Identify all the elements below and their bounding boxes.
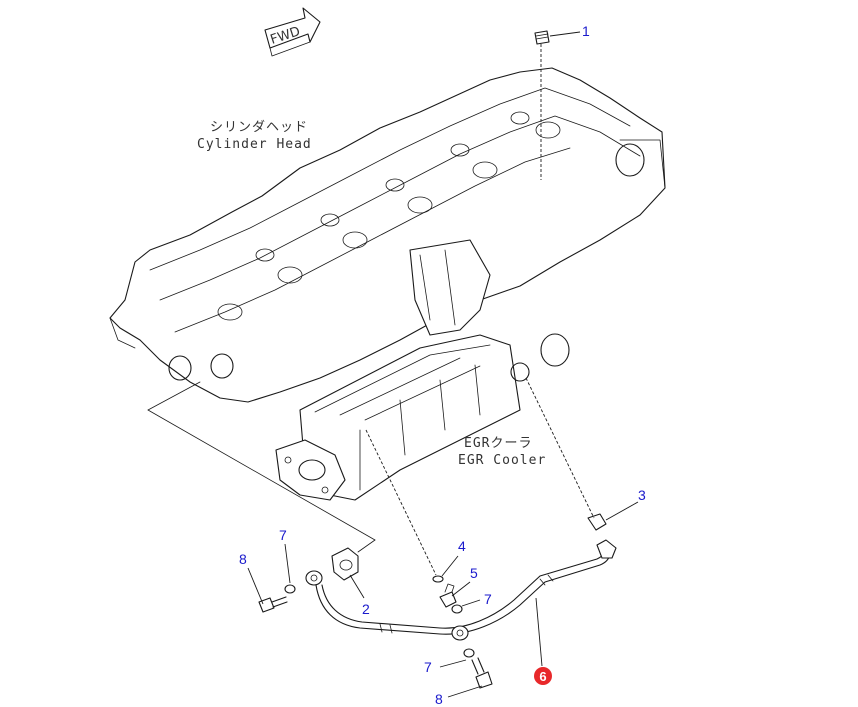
- adapter-part-5: [439, 583, 457, 608]
- egr-cooler-label-en: EGR Cooler: [458, 453, 546, 468]
- callout-1: 1: [582, 23, 590, 39]
- callout-5: 5: [470, 565, 478, 581]
- leader-lines: [247, 31, 639, 698]
- egr-pipe: [305, 539, 617, 641]
- plug-part-1: [534, 30, 550, 180]
- union-part-2: [331, 547, 359, 581]
- washer-part-7: [284, 584, 475, 658]
- callout-2: 2: [362, 601, 370, 617]
- cylinder-head-label-en: Cylinder Head: [197, 137, 312, 152]
- callout-8-left: 8: [239, 551, 247, 567]
- callout-4: 4: [458, 538, 466, 554]
- callout-7-right: 7: [484, 591, 492, 607]
- connector-part-3: [525, 377, 607, 531]
- callout-8-bottom: 8: [435, 691, 443, 707]
- callout-3: 3: [638, 487, 646, 503]
- cylinder-head-label-jp: シリンダヘッド: [210, 120, 308, 135]
- egr-cooler-label-jp: EGRクーラ: [464, 436, 532, 451]
- o-ring-part-4: [365, 429, 444, 583]
- cylinder-head: [109, 67, 666, 403]
- callout-6: 6: [539, 669, 546, 684]
- callout-7-top: 7: [279, 527, 287, 543]
- egr-cooler: [275, 239, 530, 501]
- bolt-part-8: [258, 596, 493, 689]
- callout-7-bottom: 7: [424, 659, 432, 675]
- fwd-arrow-icon: FWD: [264, 7, 321, 57]
- callout-6-badge: 6: [534, 667, 552, 685]
